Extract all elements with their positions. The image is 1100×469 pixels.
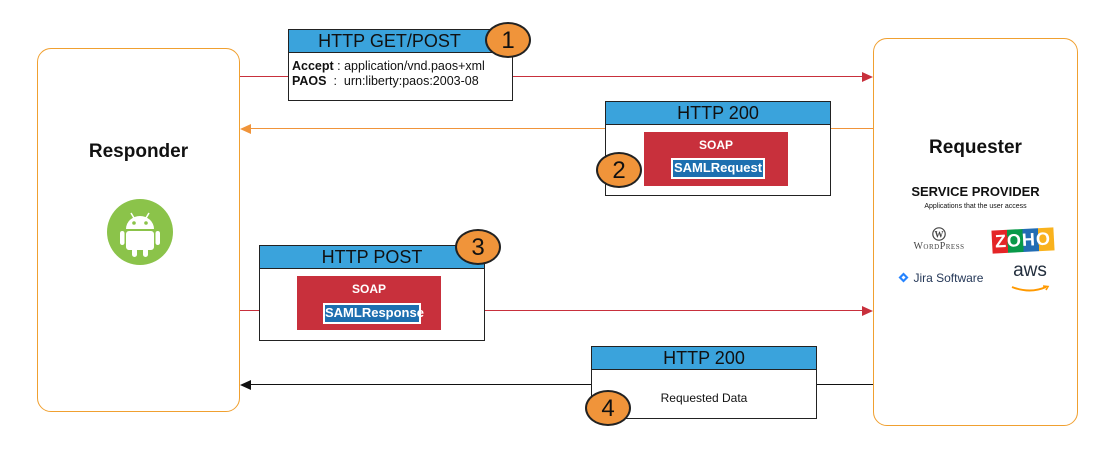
aws-logo: aws bbox=[1007, 261, 1053, 298]
message-4-title: HTTP 200 bbox=[592, 347, 816, 370]
arrow-line-2 bbox=[250, 128, 605, 129]
wordpress-label: WordPress bbox=[913, 241, 965, 252]
message-3-title: HTTP POST bbox=[260, 246, 484, 269]
header-paos-sep: : bbox=[326, 74, 344, 88]
arrow-line-3 bbox=[240, 310, 259, 311]
step-badge-1: 1 bbox=[485, 22, 531, 58]
zoho-label: ZOHO bbox=[991, 227, 1055, 254]
header-accept-value: application/vnd.paos+xml bbox=[344, 59, 485, 73]
service-provider-subtitle: Applications that the user access bbox=[924, 203, 1027, 210]
header-paos-name: PAOS bbox=[292, 74, 327, 88]
android-icon bbox=[107, 199, 173, 265]
step-badge-3: 3 bbox=[455, 229, 501, 265]
arrow-line-4 bbox=[250, 384, 591, 385]
soap-envelope-3: SOAP SAMLResponse bbox=[297, 276, 441, 330]
header-accept-sep: : bbox=[333, 59, 345, 73]
step-badge-4: 4 bbox=[585, 390, 631, 426]
arrow-line-1b bbox=[513, 76, 863, 77]
jira-logo: Jira Software bbox=[898, 269, 983, 287]
header-paos: PAOS : urn:liberty:paos:2003-08 bbox=[292, 74, 485, 89]
wordpress-logo: W WordPress bbox=[906, 227, 972, 255]
arrowhead-4 bbox=[240, 380, 251, 390]
requester-title: Requester bbox=[929, 137, 1022, 158]
arrowhead-1 bbox=[862, 72, 873, 82]
arrow-line-4b bbox=[817, 384, 873, 385]
soap-label-3: SOAP bbox=[351, 282, 386, 296]
header-paos-value: urn:liberty:paos:2003-08 bbox=[343, 74, 479, 88]
svg-text:W: W bbox=[935, 230, 944, 240]
requester-box: Requester SERVICE PROVIDER Applications … bbox=[873, 38, 1078, 426]
message-3-box: HTTP POST SOAP SAMLResponse bbox=[259, 245, 485, 341]
soap-envelope-2: SOAP SAMLRequest bbox=[644, 132, 788, 186]
message-1-headers: Accept : application/vnd.paos+xml PAOS :… bbox=[292, 59, 485, 89]
responder-box: Responder bbox=[37, 48, 240, 412]
arrow-line-3b bbox=[485, 310, 863, 311]
service-provider-title: SERVICE PROVIDER bbox=[911, 184, 1040, 199]
responder-title: Responder bbox=[88, 141, 189, 162]
arrowhead-3 bbox=[862, 306, 873, 316]
header-accept: Accept : application/vnd.paos+xml bbox=[292, 59, 485, 74]
arrow-line-1 bbox=[240, 76, 288, 77]
jira-icon bbox=[898, 272, 909, 283]
soap-label-2: SOAP bbox=[698, 138, 733, 152]
message-1-title: HTTP GET/POST bbox=[289, 30, 512, 53]
jira-label: Jira Software bbox=[913, 271, 984, 285]
saml-request: SAMLRequest bbox=[671, 158, 765, 179]
zoho-logo: ZOHO bbox=[991, 227, 1055, 254]
arrow-line-2b bbox=[831, 128, 873, 129]
wordpress-icon: W bbox=[932, 227, 946, 241]
saml-response: SAMLResponse bbox=[323, 303, 424, 324]
message-1-box: HTTP GET/POST Accept : application/vnd.p… bbox=[288, 29, 513, 101]
arrowhead-2 bbox=[240, 124, 251, 134]
requested-data-text: Requested Data bbox=[660, 391, 748, 405]
message-2-title: HTTP 200 bbox=[606, 102, 830, 125]
aws-label: aws bbox=[1013, 260, 1047, 281]
message-4-box: HTTP 200 Requested Data bbox=[591, 346, 817, 419]
message-2-box: HTTP 200 SOAP SAMLRequest bbox=[605, 101, 831, 196]
aws-smile-icon bbox=[1011, 285, 1050, 292]
step-badge-2: 2 bbox=[596, 152, 642, 188]
header-accept-name: Accept bbox=[292, 59, 334, 73]
